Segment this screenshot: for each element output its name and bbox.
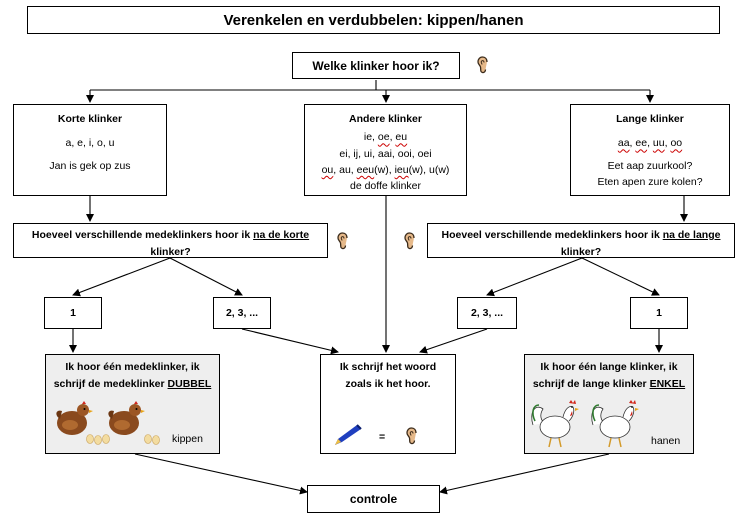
vowels-oe: oe (377, 131, 390, 144)
caption-hanen: hanen (651, 435, 681, 447)
question-text-end: klinker? (150, 245, 191, 258)
short-vowel-example: Jan is gek op zus (49, 159, 131, 172)
hen-icon (108, 401, 145, 435)
ear-icon (406, 427, 417, 445)
result-line1: Ik hoor één medeklinker, ik (65, 361, 200, 373)
count-more-left: 2, 3, ... (213, 297, 271, 329)
roosters-illustration (531, 400, 639, 448)
page-title: Verenkelen en verdubbelen: kippen/hanen (27, 6, 720, 34)
sep: , au, (333, 163, 357, 176)
equals-sign: = (379, 431, 386, 443)
sep: (w), u(w) (408, 163, 450, 176)
vowels-ieu: ieu (394, 163, 409, 176)
result-double-box: Ik hoor één medeklinker, ik schrijf de m… (45, 354, 220, 454)
egg-icon (86, 434, 110, 445)
vowels-eeu: eeu (356, 163, 375, 176)
other-vowel-line2: ei, ij, ui, aai, ooi, oei (339, 147, 432, 160)
vowels-ee: ee (635, 137, 648, 150)
ear-icon (477, 56, 488, 74)
vowels-ou: ou (321, 163, 334, 176)
vowels-uu: uu (652, 137, 665, 150)
short-vowel-box: Korte klinker a, e, i, o, u Jan is gek o… (13, 104, 167, 196)
result-single-box: Ik hoor één lange klinker, ik schrijf de… (524, 354, 694, 454)
result-keyword: ENKEL (649, 377, 686, 390)
count-one-left: 1 (44, 297, 102, 329)
ear-icon (337, 232, 348, 250)
question-text-end: klinker? (560, 245, 602, 258)
question-consonants-long: Hoeveel verschillende medeklinkers hoor … (427, 223, 735, 258)
long-vowel-list: aa, ee, uu, oo (571, 135, 729, 151)
hens-illustration (56, 401, 160, 445)
question-text: Hoeveel verschillende medeklinkers hoor … (31, 229, 254, 241)
caption-kippen: kippen (172, 433, 203, 445)
result-line2-text: schrijf de medeklinker (53, 377, 168, 390)
question-text: Hoeveel verschillende medeklinkers hoor … (441, 229, 663, 241)
short-vowel-list: a, e, i, o, u (65, 137, 115, 150)
result-line2: zoals ik het hoor. (345, 377, 431, 390)
hen-icon (56, 401, 93, 435)
sep: , (647, 137, 653, 150)
sep: , (664, 137, 671, 150)
question-underlined: na de lange (662, 229, 721, 241)
vowels-oo: oo (670, 137, 683, 150)
other-vowel-box: Andere klinker ie, oe, eu ei, ij, ui, aa… (304, 104, 467, 196)
ear-icon (404, 232, 415, 250)
egg-icon (144, 434, 160, 445)
long-vowel-example2: Eten apen zure kolen? (597, 175, 703, 188)
other-vowel-heading: Andere klinker (349, 113, 422, 125)
rooster-icon (591, 400, 639, 448)
comma: , (389, 131, 396, 144)
other-vowel-line3: ou, au, eeu(w), ieu(w), u(w) (305, 162, 466, 178)
vowels-eu: eu (395, 131, 408, 144)
other-vowel-line1: ie, oe, eu (305, 129, 466, 145)
result-line1: Ik schrijf het woord (339, 361, 437, 373)
pen-icon (335, 424, 362, 445)
count-more-right: 2, 3, ... (457, 297, 517, 329)
question-vowel-box: Welke klinker hoor ik? (292, 52, 460, 79)
count-one-right: 1 (630, 297, 688, 329)
other-vowel-line4: de doffe klinker (349, 180, 422, 193)
result-line2-text: schrijf de lange klinker (532, 377, 650, 390)
vowels-aa: aa (617, 137, 630, 150)
sep: , (629, 137, 636, 150)
question-underlined: na de korte (253, 229, 310, 241)
rooster-icon (531, 400, 579, 448)
short-vowel-heading: Korte klinker (57, 113, 123, 125)
vowels-ie: ie, (363, 131, 378, 144)
result-line2: schrijf de lange klinker ENKEL (525, 376, 693, 393)
long-vowel-box: Lange klinker aa, ee, uu, oo Eet aap zuu… (570, 104, 730, 196)
result-line1: Ik hoor één lange klinker, ik (540, 361, 678, 373)
result-line2: schrijf de medeklinker DUBBEL (46, 376, 219, 393)
control-box: controle (307, 485, 440, 513)
result-write-box: Ik schrijf het woord zoals ik het hoor. … (320, 354, 456, 454)
long-vowel-example1: Eet aap zuurkool? (607, 159, 693, 172)
sep: (w), (374, 163, 395, 176)
result-keyword: DUBBEL (167, 377, 212, 390)
question-consonants-short: Hoeveel verschillende medeklinkers hoor … (13, 223, 328, 258)
long-vowel-heading: Lange klinker (616, 113, 684, 125)
